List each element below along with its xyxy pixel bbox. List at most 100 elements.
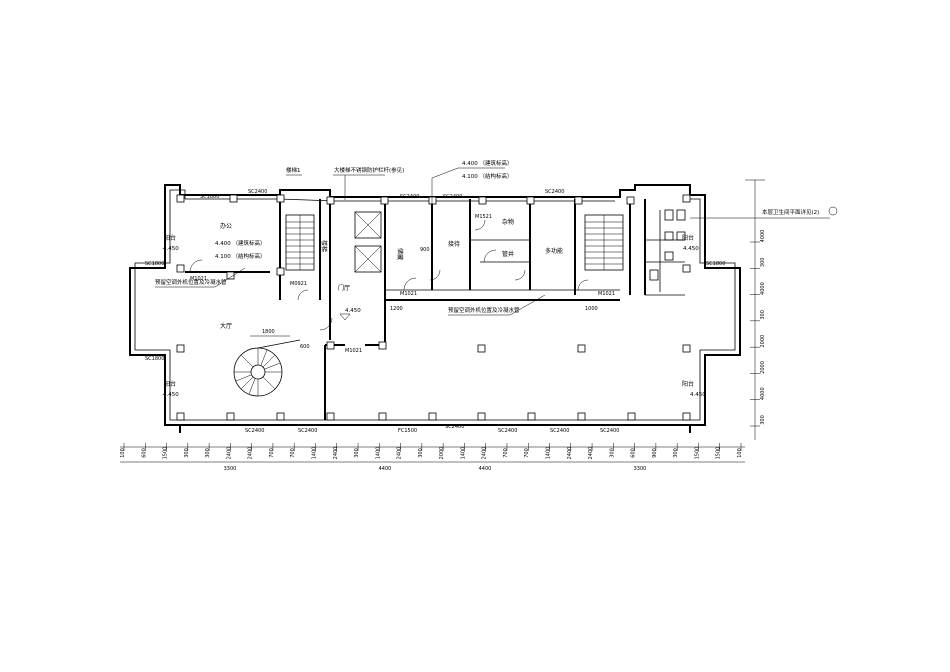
elev-left-b: 4.100 （结构标高） [215,252,266,260]
dim-right-value: 4000 [760,387,766,400]
elevators [354,211,382,273]
dim-bottom-value: 100 [120,448,126,458]
win-bot-3: FC1500 [398,428,417,434]
win-bot-1: SC2400 [245,428,264,434]
dim-right-value: 2000 [760,335,766,348]
door-swings [189,219,589,331]
dim-inner-3: 1000 [585,306,598,312]
win-top-4: SC2400 [545,189,564,195]
room-balcony-tr: 阳台 [682,234,694,242]
win-top-3: SC2400 [443,194,462,200]
dim-bottom-value: 1500 [716,447,722,460]
window-tags: SC2400 SC2400 SC2400 SC2400 SC1800 SC240… [145,189,725,434]
elev-tl: 4.450 [163,246,179,252]
win-top-1: SC2400 [248,189,267,195]
room-balcony-bl: 阳台 [164,380,176,388]
note-callout-mid: 预留空调外机位置及冷凝水管 [448,306,520,314]
dim-bottom-value: 1400 [375,447,381,460]
dim-bottom-value: 600 [141,448,147,458]
dim-bottom-value: 2400 [567,447,573,460]
dim-inner-4: 600 [300,344,310,350]
dim-bottom-value: 1400 [460,447,466,460]
dim-bottom-value: 2400 [333,447,339,460]
columns [176,194,691,421]
dim-bottom-value: 300 [354,448,360,458]
dim-bottom-value: 300 [609,448,615,458]
dimension-lines [120,179,765,463]
dim-bottom-value: 700 [503,448,509,458]
win-top-5: SC1800 [200,194,219,200]
toilet-fixtures [649,209,686,281]
dim-right-value: 4000 [760,230,766,243]
door-3: M1021 [598,291,615,297]
dim-bottom-value: 2400 [248,447,254,460]
dim-bottom-value: 2400 [588,447,594,460]
elev-bl: 4.450 [163,392,179,398]
dim-total-value: 3300 [224,466,237,472]
win-top-2: SC2400 [400,194,419,200]
internal-walls [185,199,685,420]
door-6: M1521 [475,214,492,220]
win-bot-5: SC2400 [498,428,517,434]
elev-left-a: 4.400 （建筑标高） [215,239,266,247]
win-bot-2: SC2400 [298,428,317,434]
win-bot-4: SC2400 [445,424,464,430]
dim-bottom-value: 700 [269,448,275,458]
note-railing: 大楼梯不锈钢防护栏杆(参见) [334,166,404,174]
door-1: M1021 [190,276,207,282]
room-stair-left: 楼梯 [320,240,328,252]
elev-center: 4.450 [345,308,361,314]
dim-bottom-value: 2400 [397,447,403,460]
room-labels: 大厅 办公 门厅 储藏 接待 杂物 管井 多功能 楼梯 阳台 阳台 阳台 阳台 [164,218,694,388]
dim-bottom-value: 1400 [546,447,552,460]
dim-right-value: 300 [760,258,766,268]
dim-right-value: 2000 [760,361,766,374]
elev-top-a: 4.400 （建筑标高） [462,159,513,167]
stair-left [285,214,315,271]
room-utility: 杂物 [502,218,514,226]
inner-dims: 1800 1200 1000 600 900 [250,247,598,350]
room-hall: 门厅 [338,284,350,292]
room-multi: 多功能 [545,247,563,255]
note-callout-left: 预留空调外机位置及冷凝水管 [155,278,227,286]
stair-right [584,214,624,271]
dim-bottom-value: 300 [184,448,190,458]
room-balcony-br: 阳台 [682,380,694,388]
dim-bottom-value: 2400 [226,447,232,460]
elevation-marks: 4.450 4.450 4.450 4.450 4.450 4.400 （建筑标… [163,159,706,398]
dimension-row-bottom: 100 600 1500 300 300 2400 2400 700 700 1400 2400 30… [120,443,743,459]
dim-bottom-value: 700 [524,448,530,458]
elev-top-b: 4.100 （结构标高） [462,172,513,180]
win-bot-6: SC2400 [550,428,569,434]
callouts: 大楼梯不锈钢防护栏杆(参见) 楼梯1 预留空调外机位置及冷凝水管 预留空调外机位… [155,166,838,316]
dim-bottom-value: 300 [418,448,424,458]
win-bot-7: SC2400 [600,428,619,434]
dim-bottom-value: 600 [631,448,637,458]
win-left-1: SC1800 [145,261,164,267]
room-balcony-tl: 阳台 [164,234,176,242]
dim-right-value: 4000 [760,282,766,295]
dim-bottom-value: 2400 [482,447,488,460]
dim-bottom-value: 300 [673,448,679,458]
dim-bottom-value: 900 [652,448,658,458]
dim-total-value: 4400 [379,466,392,472]
dim-inner-5: 900 [420,247,430,253]
outer-walls [129,184,741,433]
door-5: M0921 [290,281,307,287]
win-right-1: SC1800 [706,261,725,267]
spiral-stair [233,339,301,397]
dim-right-value: 300 [760,310,766,320]
dim-bottom-value: 300 [205,448,211,458]
elev-tr: 4.450 [683,246,699,252]
dim-inner-2: 1200 [390,306,403,312]
room-reception: 接待 [448,240,460,248]
note-toilet-detail: 本层卫生间平面详见(2) [762,208,819,216]
door-2: M1021 [400,291,417,297]
dim-bottom-value: 700 [290,448,296,458]
note-stair: 楼梯1 [286,166,301,174]
dim-bottom-value: 1500 [694,447,700,460]
elev-br: 4.450 [690,392,706,398]
